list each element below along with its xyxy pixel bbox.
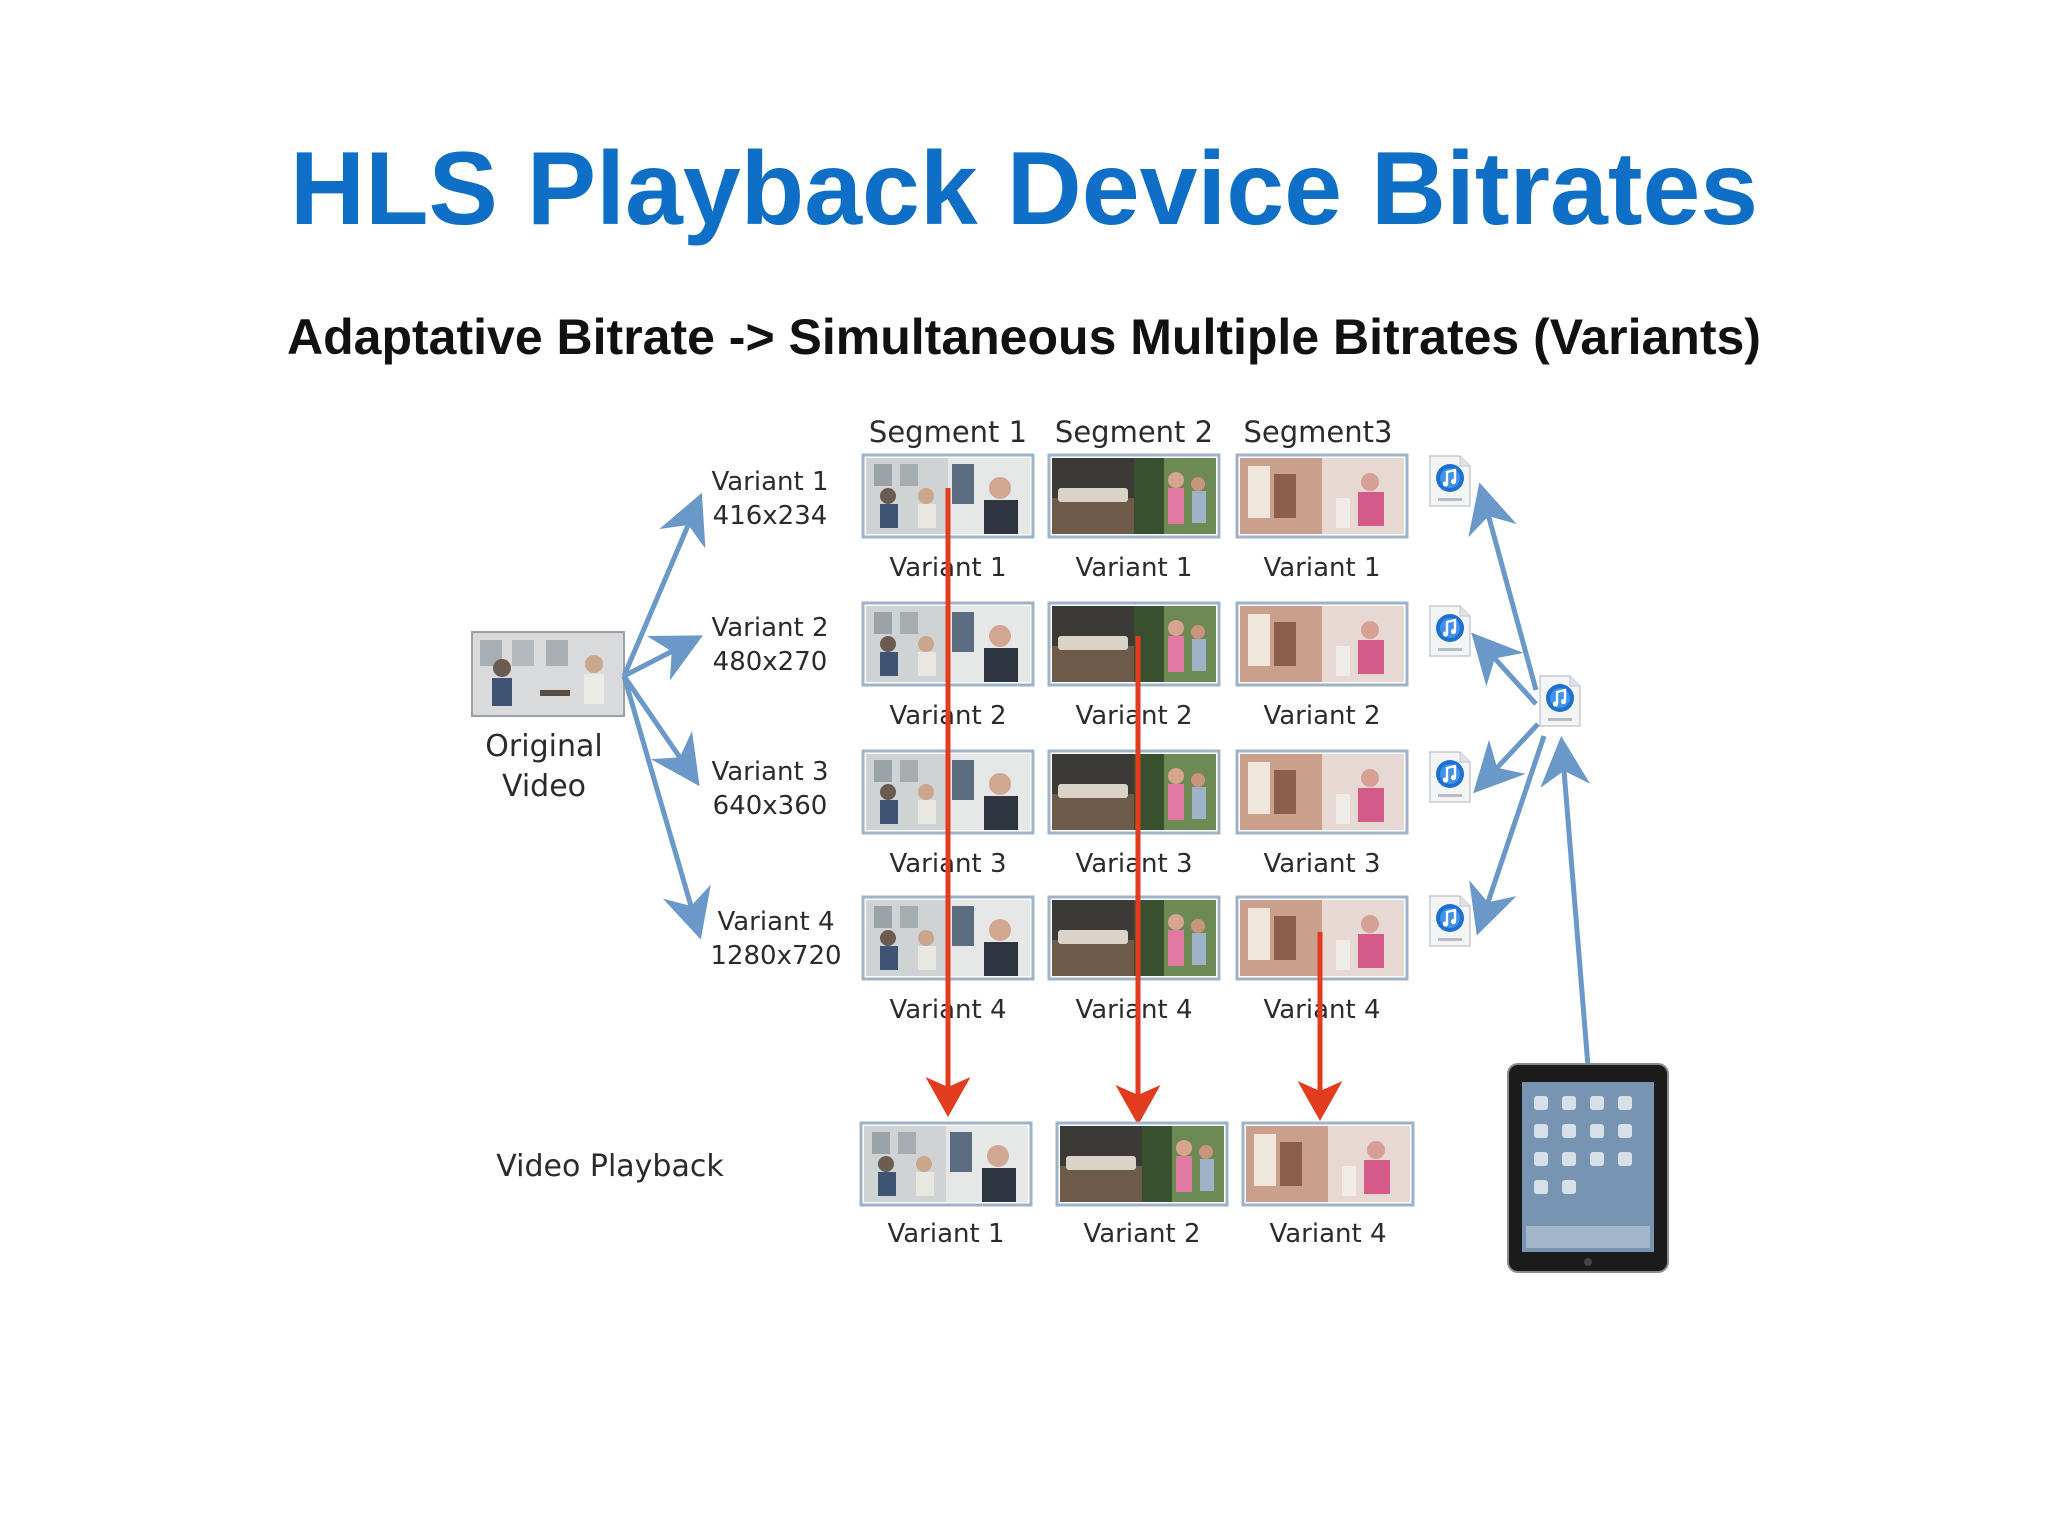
playlist-arrow-variant-4 bbox=[1469, 735, 1547, 936]
m3u8-file-icon bbox=[1428, 894, 1472, 948]
segment-cell-label: Variant 3 bbox=[1075, 849, 1192, 879]
segment-1-header: Segment 1 bbox=[869, 415, 1027, 449]
playback-row: Variant 1 Variant 2 Variant 4 bbox=[859, 1121, 1415, 1249]
variant-4-name: Variant 4 bbox=[717, 907, 834, 937]
segment-thumbnail bbox=[1240, 606, 1404, 682]
segment-thumbnail bbox=[1052, 606, 1216, 682]
variant-4-resolution: 1280x720 bbox=[710, 941, 841, 971]
playback-segment-3: Variant 4 bbox=[1241, 1121, 1415, 1249]
variant-2-name: Variant 2 bbox=[711, 613, 828, 643]
segment-2-variant-3-cell: Variant 3 bbox=[1047, 749, 1221, 879]
variant-3-name: Variant 3 bbox=[711, 757, 828, 787]
variant-1-resolution: 416x234 bbox=[713, 501, 828, 531]
variant-3-resolution: 640x360 bbox=[713, 791, 828, 821]
m3u8-file-icon bbox=[1428, 454, 1472, 508]
segment-2-header: Segment 2 bbox=[1055, 415, 1213, 449]
segment-cell-label: Variant 1 bbox=[1263, 553, 1380, 583]
segment-3-header: Segment3 bbox=[1244, 415, 1393, 449]
m3u8-file-icon bbox=[1428, 604, 1472, 658]
encode-arrow-variant-4 bbox=[621, 675, 711, 940]
playlist-arrow-variant-2 bbox=[1471, 632, 1538, 706]
segment-cell-label: Variant 1 bbox=[1075, 553, 1192, 583]
encode-arrow-variant-3 bbox=[621, 674, 700, 787]
segment-thumbnail bbox=[1240, 754, 1404, 830]
playback-thumbnail bbox=[1060, 1126, 1224, 1202]
playlist-arrow-variant-1 bbox=[1468, 482, 1539, 691]
device-request-arrow bbox=[1540, 736, 1591, 1067]
playback-segment-1: Variant 1 bbox=[859, 1121, 1033, 1249]
playback-segment-label: Variant 2 bbox=[1083, 1219, 1200, 1249]
segment-cell-label: Variant 2 bbox=[1075, 701, 1192, 731]
playback-thumbnail bbox=[864, 1126, 1028, 1202]
segment-3-variant-3-cell: Variant 3 bbox=[1235, 749, 1409, 879]
original-video-label-line1: Original bbox=[485, 729, 602, 764]
segment-cell-label: Variant 3 bbox=[1263, 849, 1380, 879]
segment-thumbnail bbox=[1052, 458, 1216, 534]
variant-2-resolution: 480x270 bbox=[713, 647, 828, 677]
original-video-thumbnail bbox=[471, 631, 625, 717]
variant-1-name: Variant 1 bbox=[711, 467, 828, 497]
segment-cell-label: Variant 2 bbox=[1263, 701, 1380, 731]
segment-thumbnail bbox=[1052, 900, 1216, 976]
segment-2-variant-4-cell: Variant 4 bbox=[1047, 895, 1221, 1025]
segment-2-variant-2-cell: Variant 2 bbox=[1047, 601, 1221, 731]
playback-thumbnail bbox=[1246, 1126, 1410, 1202]
playback-selection-arrows bbox=[925, 488, 1343, 1125]
original-video-label-line2: Video bbox=[502, 769, 586, 804]
playback-segment-2: Variant 2 bbox=[1055, 1121, 1229, 1249]
video-playback-label: Video Playback bbox=[496, 1149, 724, 1184]
m3u8-master-file-icon bbox=[1538, 674, 1582, 728]
segment-cell-label: Variant 4 bbox=[1075, 995, 1192, 1025]
playback-segment-label: Variant 1 bbox=[887, 1219, 1004, 1249]
playlist-arrow-variant-3 bbox=[1473, 722, 1540, 794]
playback-segment-label: Variant 4 bbox=[1269, 1219, 1386, 1249]
encode-arrow-variant-2 bbox=[622, 635, 703, 681]
segment-3-variant-2-cell: Variant 2 bbox=[1235, 601, 1409, 731]
segment-thumbnail bbox=[1240, 458, 1404, 534]
m3u8-file-icon bbox=[1428, 750, 1472, 804]
segment-thumbnail bbox=[1052, 754, 1216, 830]
encode-arrows bbox=[621, 492, 711, 940]
segment-3-variant-1-cell: Variant 1 bbox=[1235, 453, 1409, 583]
slide-title: HLS Playback Device Bitrates bbox=[289, 131, 1759, 247]
playlist-arrows bbox=[1468, 482, 1591, 1067]
slide-subtitle: Adaptative Bitrate -> Simultaneous Multi… bbox=[287, 309, 1761, 365]
encode-arrow-variant-1 bbox=[621, 492, 706, 677]
segment-2-variant-1-cell: Variant 1 bbox=[1047, 453, 1221, 583]
tablet-icon bbox=[1507, 1063, 1669, 1273]
